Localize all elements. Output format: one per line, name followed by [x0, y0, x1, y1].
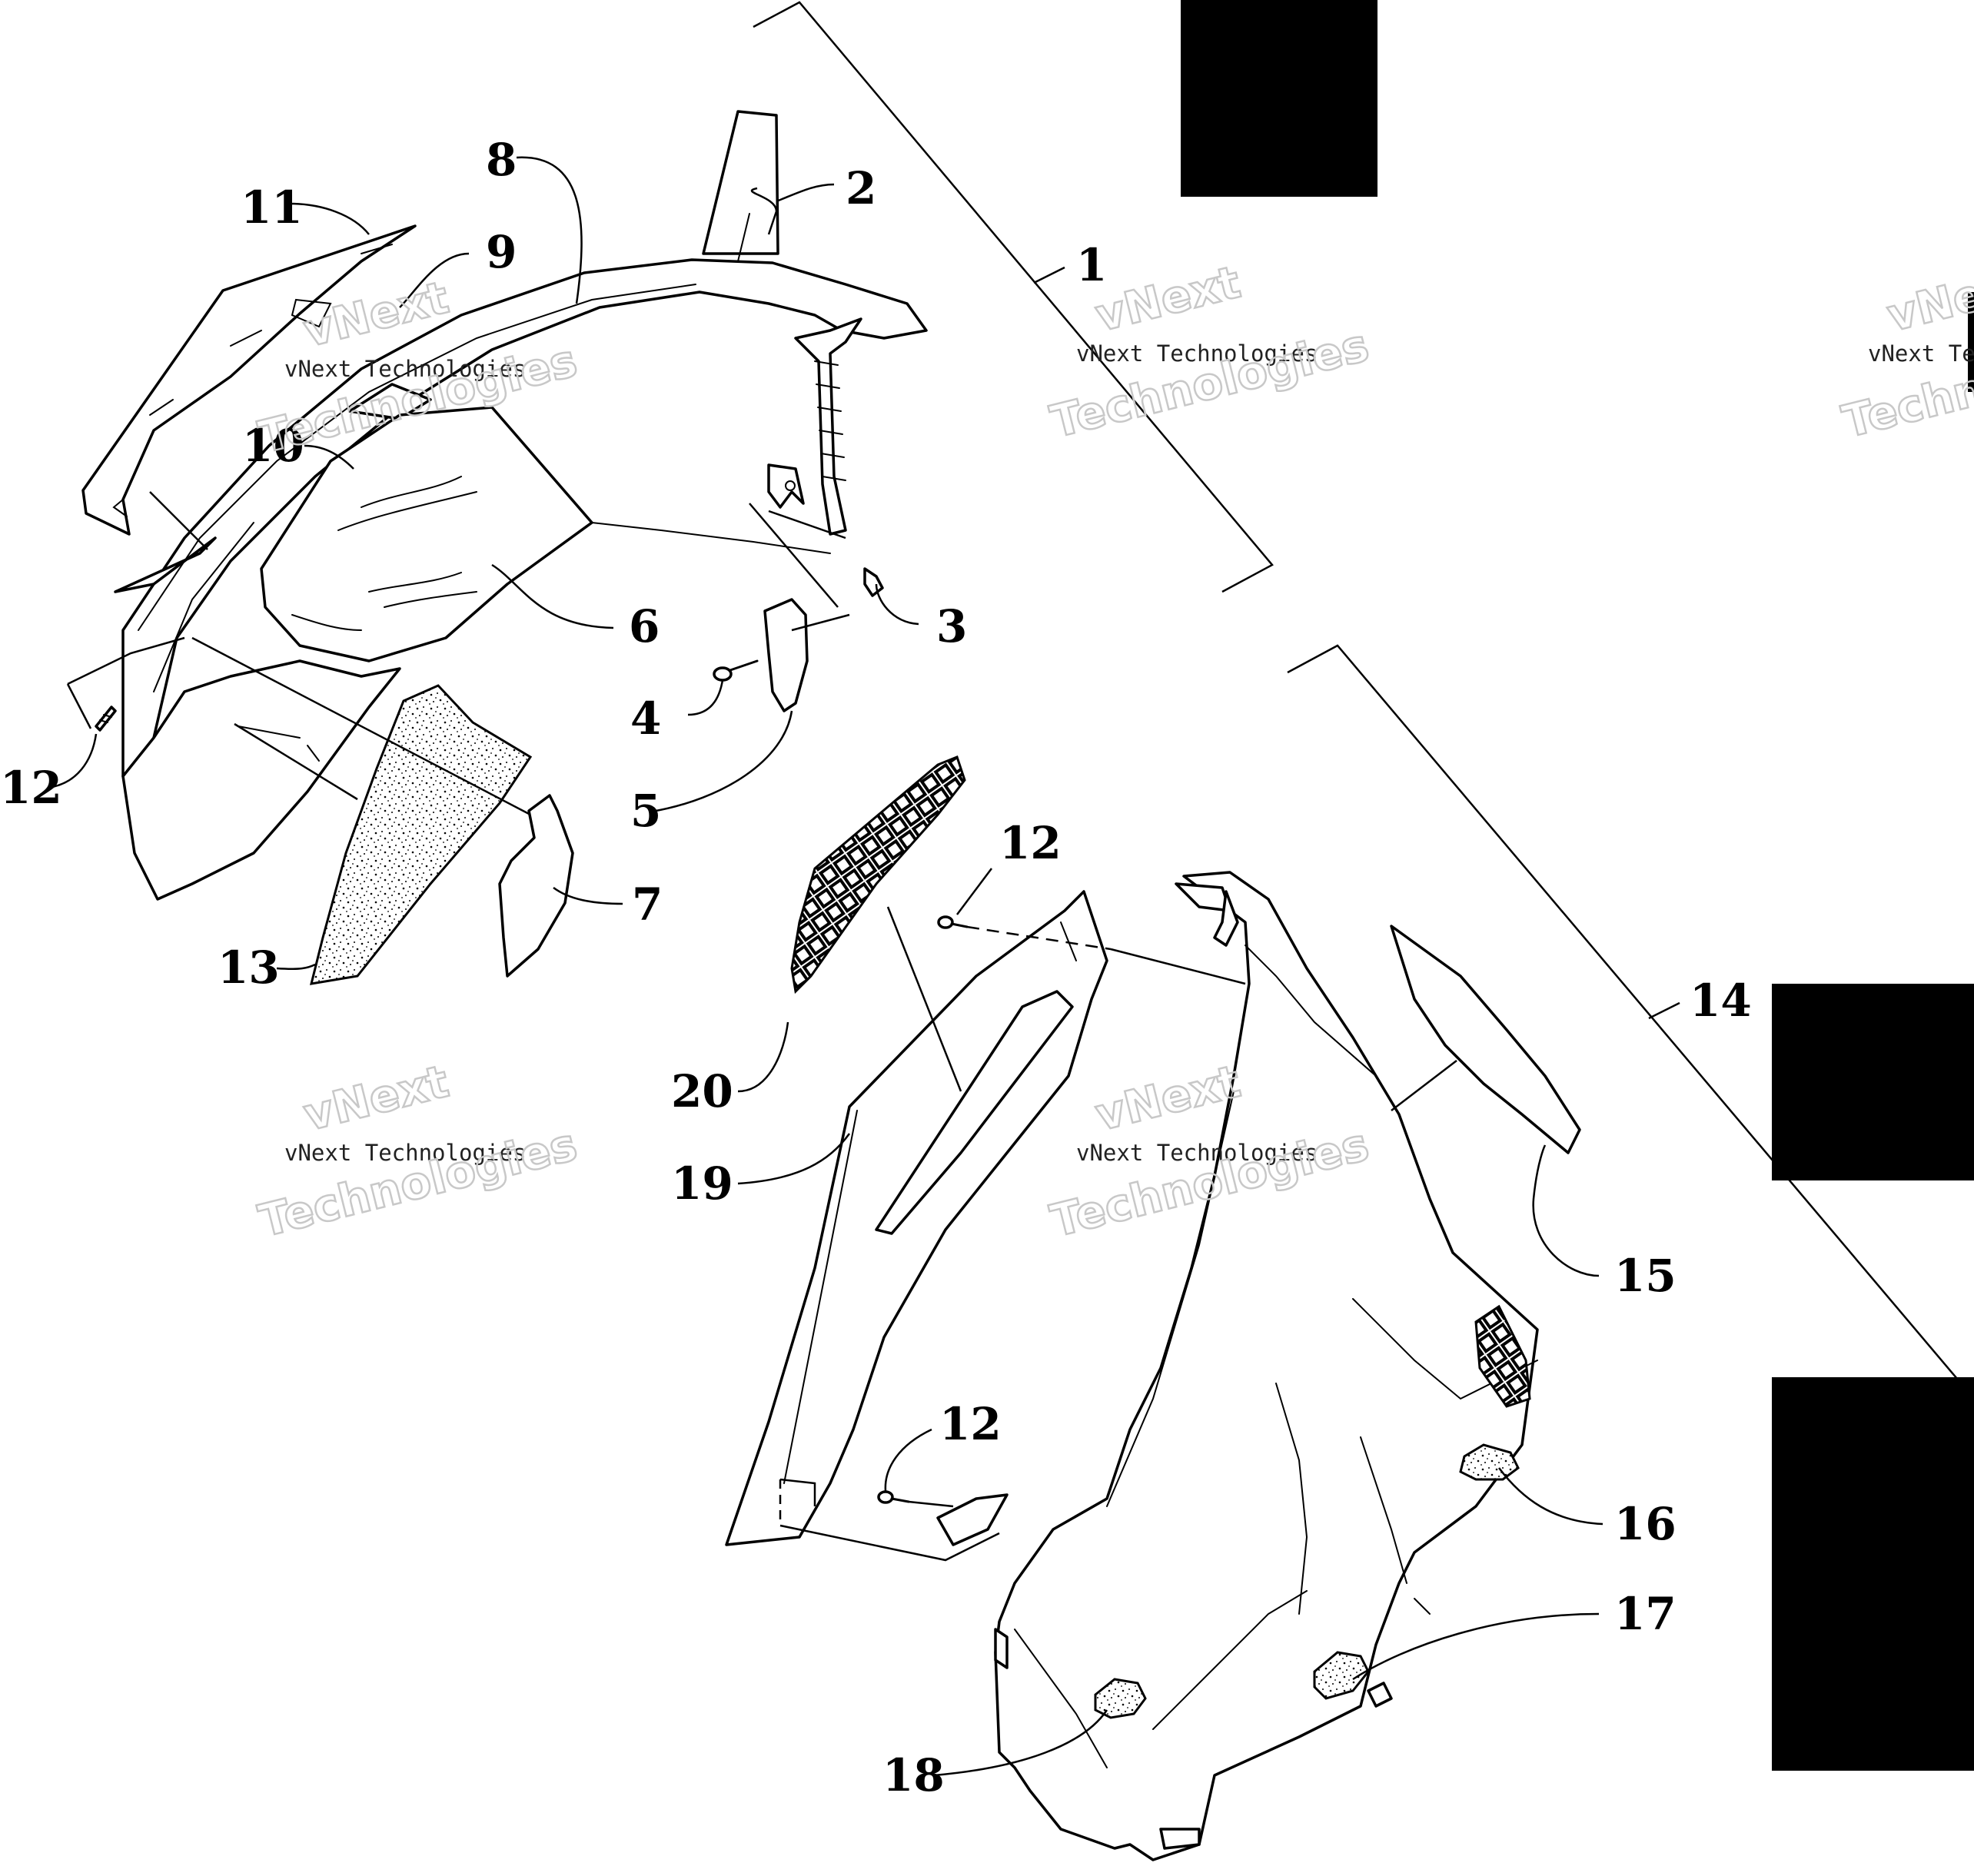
- callout-19: 19: [671, 1157, 733, 1210]
- svg-text:vNext: vNext: [1882, 256, 1974, 342]
- part-12-screw-lower-bottom: [877, 1490, 910, 1504]
- part-5-bracket: [763, 463, 809, 712]
- watermark-5-clipped: vNext vNext Technologies Technologies: [1836, 254, 1974, 449]
- callout-16: 16: [1614, 1498, 1677, 1550]
- part-2-fin: [702, 110, 779, 255]
- callout-6: 6: [629, 600, 660, 652]
- callout-17: 17: [1614, 1588, 1677, 1640]
- svg-text:vNext: vNext: [1090, 256, 1245, 342]
- callout-8: 8: [486, 134, 517, 186]
- part-15-windscreen: [1390, 925, 1581, 1154]
- upper-hood-assembly: [81, 110, 928, 985]
- callout-20: 20: [671, 1065, 733, 1117]
- part-7-bracket: [498, 794, 574, 978]
- callout-4: 4: [630, 692, 661, 745]
- part-9-plate: [348, 383, 432, 420]
- upper-side-panel: [121, 659, 401, 901]
- callout-12-upper-left: 12: [0, 762, 62, 814]
- black-block-edge-strip: [1968, 292, 1974, 392]
- svg-text:vNext Technologies: vNext Technologies: [1076, 340, 1318, 367]
- callout-7: 7: [632, 878, 663, 931]
- part-6-windshield: [260, 406, 593, 662]
- callout-18: 18: [882, 1749, 945, 1801]
- part-12-screw-upper-left: [95, 706, 117, 732]
- part-13-foam-pad: [309, 684, 533, 985]
- callout-12-lower-bottom: 12: [939, 1398, 1002, 1450]
- callout-12-lower-top: 12: [999, 817, 1062, 869]
- callout-5: 5: [630, 785, 661, 837]
- part-16-foam-patch: [1459, 1443, 1520, 1481]
- callout-9: 9: [486, 226, 517, 278]
- part-17-foam-patch: [1313, 1651, 1370, 1700]
- part-4-screw: [713, 659, 759, 682]
- part-12-screw-lower-top: [937, 915, 969, 929]
- svg-text:vNext: vNext: [1090, 1055, 1245, 1141]
- leader-lines: [47, 156, 1603, 1777]
- svg-text:vNext Technologies: vNext Technologies: [284, 356, 526, 382]
- callout-11: 11: [241, 181, 303, 234]
- callout-3: 3: [936, 600, 967, 652]
- part-11-cap-panel: [81, 224, 417, 536]
- callout-2: 2: [846, 162, 876, 214]
- watermark-3: vNext vNext Technologies Technologies: [253, 1054, 583, 1248]
- part-3-vent-strip: [794, 317, 884, 597]
- part-18-foam-patch: [1094, 1678, 1147, 1719]
- callouts: 1 2 3 4 5 6 7 8 9 10 11 12 12 12 13 14 1…: [0, 134, 1752, 1801]
- lower-main-body: [994, 871, 1539, 1861]
- callout-1: 1: [1076, 239, 1107, 291]
- lower-hood-assembly: [725, 755, 1581, 1861]
- svg-text:vNext Technologies: vNext Technologies: [284, 1140, 526, 1166]
- svg-text:Technologies: Technologies: [1045, 319, 1374, 448]
- bracket-group-1: [753, 1, 1274, 593]
- callout-14: 14: [1690, 975, 1752, 1027]
- part-19-side-panel: [725, 890, 1108, 1546]
- part-8-hood-rim: [121, 258, 928, 816]
- part-20-grille: [790, 755, 966, 994]
- callout-10: 10: [242, 420, 304, 472]
- svg-text:vNext: vNext: [298, 1055, 454, 1141]
- callout-15: 15: [1614, 1250, 1677, 1302]
- black-block-top: [1181, 0, 1377, 197]
- bracket-group-14: [1287, 644, 1974, 1400]
- svg-text:vNext Technologies: vNext Technologies: [1868, 340, 1974, 367]
- svg-text:vNext Technologies: vNext Technologies: [1076, 1140, 1318, 1166]
- black-block-right-bottom: [1772, 1377, 1974, 1771]
- black-block-right-middle: [1772, 984, 1974, 1180]
- callout-13: 13: [218, 941, 280, 994]
- part-10-trim-strip: [114, 536, 217, 593]
- svg-text:Technologies: Technologies: [254, 1118, 582, 1247]
